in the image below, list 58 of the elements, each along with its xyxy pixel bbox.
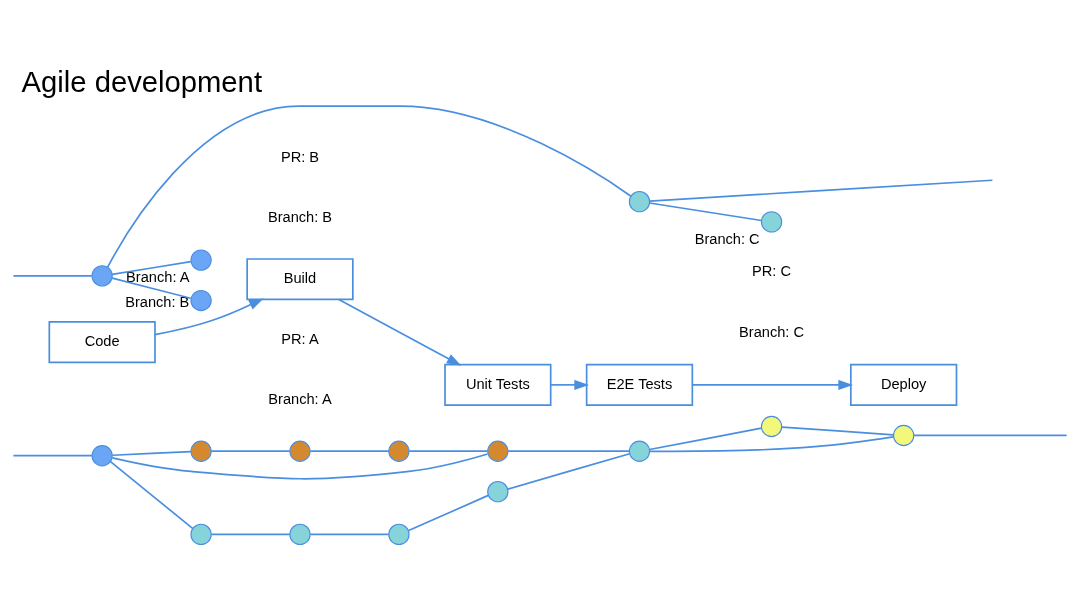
node-circle: [628, 440, 651, 462]
label: Branch: B: [267, 208, 333, 225]
node-box: Build: [246, 257, 354, 300]
connector: [407, 494, 490, 531]
connector: [506, 452, 631, 490]
arrow: [154, 297, 264, 335]
connector: [408, 449, 489, 452]
connector: [111, 452, 489, 480]
connector: [106, 104, 632, 268]
node-circle: [289, 440, 311, 462]
connector: [210, 533, 291, 535]
node-circle: [760, 210, 783, 233]
node-circle: [91, 444, 113, 466]
connector: [648, 178, 994, 202]
connector: [12, 454, 93, 457]
arrow: [691, 379, 853, 390]
connector: [648, 435, 895, 452]
connector: [309, 449, 390, 452]
connector: [12, 274, 93, 277]
node-box: Deploy: [849, 363, 958, 406]
label: PR: C: [752, 262, 792, 279]
node-label: Branch: B: [125, 293, 190, 310]
node-box: Unit Tests: [444, 363, 552, 406]
node-circle: [628, 190, 651, 212]
connector: [507, 449, 631, 452]
label: PR: B: [280, 148, 320, 165]
node-circle: [190, 289, 212, 311]
connector: [210, 449, 291, 452]
label: Branch: A: [268, 390, 332, 407]
diagram-title: Agile development: [21, 65, 263, 98]
connector: [111, 450, 192, 456]
connector: [781, 425, 895, 436]
node-circle: [91, 264, 113, 286]
node-circle: [289, 523, 311, 545]
connector: [111, 276, 192, 299]
node-circle: [388, 440, 410, 462]
connector: [648, 426, 763, 450]
connector: [109, 460, 194, 529]
arrow: [338, 298, 462, 366]
node-circle: [487, 440, 509, 462]
label: PR: A: [281, 330, 319, 347]
connector: [913, 434, 1068, 436]
node-box: Code: [48, 320, 156, 363]
node-label: Branch: C: [694, 230, 760, 247]
node-circle: [487, 480, 509, 502]
node-circle: [190, 523, 212, 545]
label: Branch: C: [739, 323, 805, 340]
node-circle: [190, 440, 212, 462]
connector: [111, 260, 192, 275]
node-label: Branch: A: [126, 268, 190, 285]
connector: [648, 201, 763, 221]
connector: [309, 533, 390, 535]
node-circle: [190, 248, 212, 271]
arrow: [550, 379, 589, 390]
node-circle: [760, 415, 783, 437]
node-circle: [893, 424, 915, 446]
node-box: E2E Tests: [585, 363, 694, 406]
node-circle: [388, 523, 410, 545]
